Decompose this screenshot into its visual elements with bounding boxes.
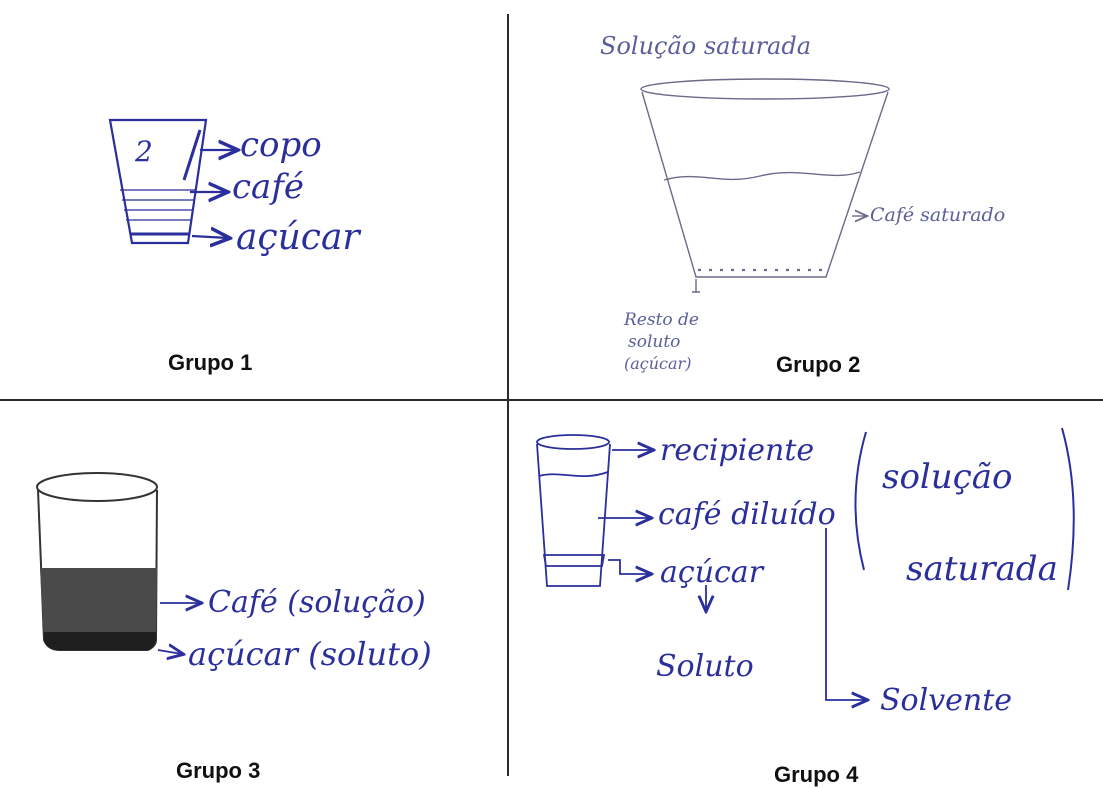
group3-glass-drawing	[36, 472, 200, 654]
group3-label-sugar: açúcar (soluto)	[188, 635, 432, 673]
group4-caption: Grupo 4	[774, 762, 859, 787]
horizontal-divider	[0, 399, 1103, 401]
group1-cup-drawing	[108, 118, 236, 243]
group2-title: Solução saturada	[600, 32, 812, 60]
group4-label-container: recipiente	[660, 433, 815, 468]
group2-beaker-drawing	[640, 78, 890, 293]
group1-label-sugar: açúcar	[236, 217, 360, 258]
group1-label-coffee: café	[232, 167, 305, 207]
group1-caption: Grupo 1	[168, 350, 253, 375]
group4-bracket-line1: solução	[882, 457, 1013, 497]
group3-caption: Grupo 3	[176, 758, 261, 783]
group4-label-solvent: Solvente	[880, 683, 1013, 718]
group4-label-solute: Soluto	[656, 649, 754, 684]
group2-residue-line3: (açúcar)	[624, 354, 692, 373]
group4-bracket-line2: saturada	[906, 549, 1058, 589]
group1-number: 2	[135, 135, 153, 168]
group4-label-sugar: açúcar	[660, 555, 764, 590]
vertical-divider-top	[507, 14, 509, 399]
group4-label-coffee: café diluído	[658, 497, 836, 532]
group2-residue-line2: soluto	[628, 332, 681, 352]
group2-caption: Grupo 2	[776, 352, 861, 377]
group4-container-drawing	[536, 427, 1075, 700]
group2-residue-line1: Resto de	[624, 310, 699, 330]
group1-label-cup: copo	[240, 125, 322, 165]
vertical-divider-bottom	[507, 401, 509, 776]
group3-label-coffee: Café (solução)	[208, 585, 426, 620]
group2-label-liquid: Café saturado	[870, 204, 1006, 226]
